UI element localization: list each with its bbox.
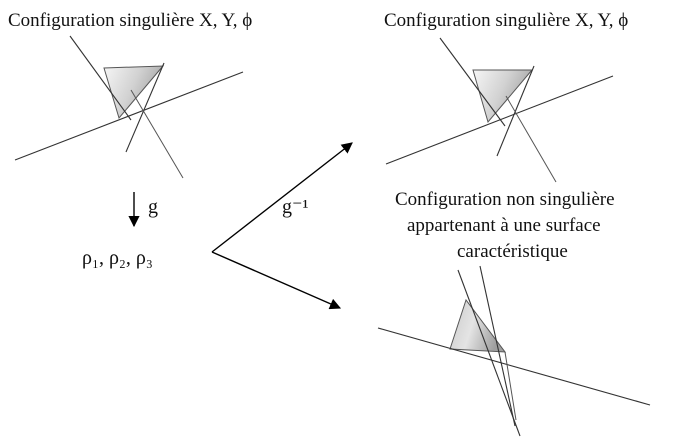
leg-line-bottom-3 [479, 265, 516, 427]
platform-triangle-left [103, 65, 165, 120]
leg-line-right-4 [505, 95, 557, 183]
leg-line-bottom-2 [457, 269, 521, 437]
platform-triangle-right [472, 69, 534, 124]
label-g: g [148, 196, 158, 218]
title-left: Configuration singulière X, Y, ϕ [8, 10, 252, 31]
leg-line-bottom-4 [504, 351, 517, 421]
leg-line-left-4 [130, 89, 184, 179]
leg-line-left-3 [125, 62, 165, 153]
singular-configuration-right: Configuration singulière X, Y, ϕ [384, 10, 628, 183]
leg-line-bottom-1 [377, 327, 651, 406]
caption-line-3: caractéristique [457, 241, 568, 262]
label-g-inverse: g⁻¹ [282, 196, 309, 218]
label-rho: ρ₁, ρ₂, ρ₃ [82, 247, 153, 269]
leg-line-right-2 [439, 37, 506, 127]
caption-line-1: Configuration non singulière [395, 189, 615, 210]
leg-line-left-1 [14, 71, 244, 161]
mapping-g-inverse: g⁻¹ [211, 142, 353, 310]
arrow-up-right-icon [211, 142, 353, 253]
non-singular-configuration: Configuration non singulière appartenant… [377, 189, 651, 437]
mapping-g: g ρ₁, ρ₂, ρ₃ [82, 192, 158, 269]
platform-triangle-bottom [449, 298, 507, 353]
leg-line-right-1 [385, 75, 614, 165]
caption-line-2: appartenant à une surface [407, 215, 601, 236]
title-right: Configuration singulière X, Y, ϕ [384, 10, 628, 31]
singular-configuration-left: Configuration singulière X, Y, ϕ [8, 10, 252, 179]
arrow-down-right-icon [211, 251, 342, 310]
leg-line-left-2 [69, 35, 132, 121]
leg-line-right-3 [496, 65, 535, 157]
